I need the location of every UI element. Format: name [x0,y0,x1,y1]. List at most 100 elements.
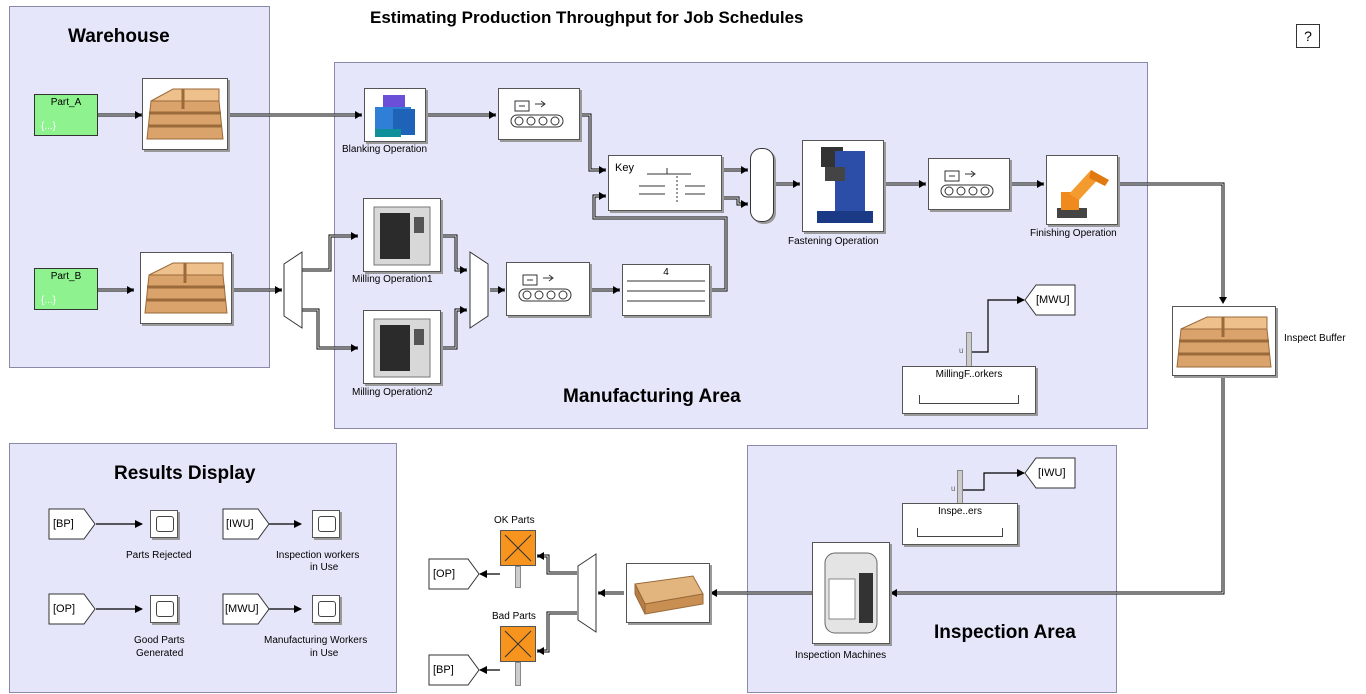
milling-operation-2-label: Milling Operation2 [352,387,433,398]
bad-parts-label: Bad Parts [492,611,536,622]
results-title: Results Display [114,463,256,484]
iwu-goto-tag[interactable]: [IWU] [1024,457,1076,489]
iwu-from-tag[interactable]: [IWU] [222,508,270,540]
inspection-workers-display[interactable] [312,510,340,538]
milling-workers-level-bar [919,395,1019,404]
inspection-workers-label: Inspe..ers [938,506,982,517]
warehouse-title: Warehouse [68,26,170,47]
op-from-tag[interactable]: [OP] [48,593,96,625]
milling-workers-resource[interactable]: MillingF..orkers [902,366,1036,414]
inspection-output-switch[interactable] [576,552,598,634]
ok-parts-stem [515,566,521,588]
part-b-label: Part_B [50,271,82,282]
iwu-from-label: [IWU] [226,518,254,530]
conveyor-icon [510,100,564,128]
wooden-pallet-icon [634,575,704,615]
parts-rejected-display[interactable] [150,510,178,538]
blanking-machine-icon [375,95,415,137]
finishing-operation-label: Finishing Operation [1030,228,1117,239]
wooden-crate-icon [1176,316,1272,368]
entity-queue-block[interactable]: 4 [622,264,710,316]
fastening-operation-block[interactable] [802,140,884,232]
goto-tag-shape [428,558,480,590]
good-parts-display[interactable] [150,595,178,623]
wooden-crate-icon [144,262,228,314]
entity-combiner-block[interactable] [750,148,774,222]
manufacturing-title: Manufacturing Area [563,386,741,407]
inspection-workers-u-port: u [951,484,956,493]
mwu-from-label: [MWU] [225,603,259,615]
part-b-glyph: {...} [41,295,57,306]
finishing-operation-block[interactable] [1046,155,1118,225]
blanking-operation-block[interactable] [364,88,426,142]
conveyor-server-1[interactable] [498,88,580,140]
milling-machine-icon [373,318,431,378]
part-a-storage-crate[interactable] [142,78,228,150]
terminator-x-icon [504,534,532,562]
conveyor-server-2[interactable] [506,262,590,316]
inspection-workers-in-use-line1: Inspection workers [276,550,360,561]
bp-goto-tag[interactable]: [BP] [428,654,480,686]
inspection-workers-resource[interactable]: Inspe..ers [902,503,1018,545]
mwu-goto-tag[interactable]: [MWU] [1024,284,1076,316]
inspect-buffer-block[interactable] [1172,306,1276,376]
queue-icon [627,280,705,302]
milling-path-combiner[interactable] [468,250,490,330]
queue-capacity: 4 [663,267,669,278]
iwu-goto-label: [IWU] [1038,467,1066,479]
parts-rejected-label: Parts Rejected [126,550,192,561]
bad-parts-terminator[interactable] [500,626,536,662]
milling-machine-icon [373,206,431,266]
ok-parts-terminator[interactable] [500,530,536,566]
inspection-workers-level-bar [917,528,1003,537]
good-parts-generated-line1: Good Parts [134,635,185,646]
bp-from-tag[interactable]: [BP] [48,508,96,540]
goto-tag-shape [1024,457,1076,489]
inspection-machine-icon [824,552,878,634]
inspect-buffer-label: Inspect Buffer [1284,333,1346,344]
inspection-machines-label: Inspection Machines [795,650,887,661]
good-parts-generated-line2: Generated [136,648,184,659]
wooden-crate-icon [146,88,224,140]
part-b-splitter[interactable] [282,250,304,330]
manufacturing-workers-display[interactable] [312,595,340,623]
manufacturing-workers-in-use-line2: in Use [310,648,339,659]
milling-workers-stem [966,332,972,370]
milling-operation-1-block[interactable] [363,198,441,272]
fastening-press-icon [817,147,873,223]
pallet-buffer-block[interactable] [626,563,710,623]
results-area [9,443,397,693]
milling-workers-label: MillingF..orkers [935,369,1003,380]
conveyor-icon [518,274,572,302]
mwu-goto-label: [MWU] [1036,294,1070,306]
from-tag-shape [222,508,270,540]
inspection-title: Inspection Area [934,622,1076,643]
mwu-from-tag[interactable]: [MWU] [222,593,270,625]
op-goto-label: [OP] [433,568,456,580]
bp-from-label: [BP] [53,518,74,530]
conveyor-icon [940,170,994,198]
key-label: Key [615,162,634,174]
key-combiner-block[interactable]: Key [608,155,722,211]
manufacturing-workers-in-use-line1: Manufacturing Workers [264,635,368,646]
part-a-label: Part_A [50,97,82,108]
part-a-glyph: {...} [41,121,57,132]
op-from-label: [OP] [53,603,76,615]
bp-goto-label: [BP] [433,664,454,676]
terminator-x-icon [504,630,532,658]
combiner-glyph-icon [639,168,705,204]
from-tag-shape [48,508,96,540]
milling-operation-2-block[interactable] [363,310,441,384]
help-button[interactable]: ? [1296,24,1320,48]
page-title: Estimating Production Throughput for Job… [370,8,804,27]
inspection-machines-block[interactable] [812,542,890,644]
part-b-source[interactable]: Part_B {...} [34,268,98,310]
conveyor-server-3[interactable] [928,158,1010,210]
op-goto-tag[interactable]: [OP] [428,558,480,590]
milling-workers-u-port: u [959,346,964,355]
robot-arm-icon [1057,170,1109,218]
part-a-source[interactable]: Part_A {...} [34,94,98,136]
part-b-storage-crate[interactable] [140,252,232,324]
milling-operation-1-label: Milling Operation1 [352,274,433,285]
